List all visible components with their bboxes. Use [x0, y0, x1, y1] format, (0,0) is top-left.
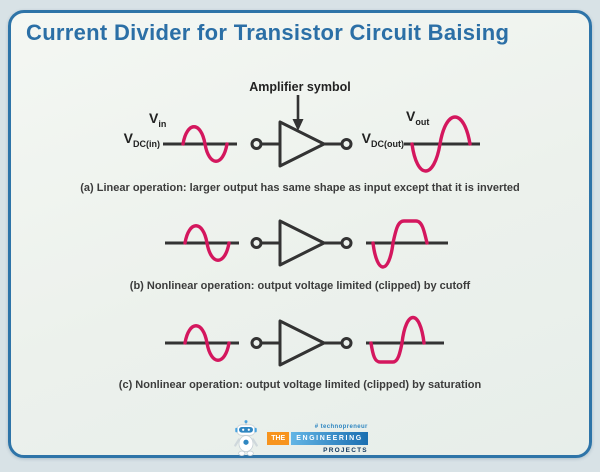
- v-out-label: Vout: [406, 108, 430, 127]
- brand-the-box: THE: [267, 432, 290, 445]
- caption-c: (c) Nonlinear operation: output voltage …: [118, 379, 482, 391]
- output-wave-c-clipped-bottom: [366, 315, 444, 364]
- infographic-frame: [8, 10, 592, 458]
- footer-brand: # technopreneur THE ENGINEERING PROJECTS: [0, 419, 600, 457]
- down-arrow-icon: [292, 95, 304, 131]
- page-title: Current Divider for Transistor Circuit B…: [26, 20, 510, 45]
- caption-a: (a) Linear operation: larger output has …: [80, 182, 520, 194]
- amplifier-symbol-label: Amplifier symbol: [249, 80, 351, 94]
- input-sine-wave-c: [165, 324, 239, 362]
- v-dc-in-label: VDC(in): [123, 130, 160, 149]
- amplifier-symbol-c: [250, 319, 353, 367]
- v-in-label: Vin: [149, 110, 167, 129]
- amplifier-symbol-a: [250, 120, 353, 168]
- brand-engineering-box: ENGINEERING: [291, 432, 368, 445]
- brand-projects-label: PROJECTS: [323, 447, 368, 454]
- input-sine-wave-b: [165, 224, 239, 262]
- brand-tagline: # technopreneur: [314, 424, 368, 430]
- brand-boxes: THE ENGINEERING: [267, 432, 368, 445]
- v-dc-out-label: VDC(out): [361, 130, 404, 149]
- input-sine-wave-a: [163, 125, 237, 163]
- amplifier-symbol-b: [250, 219, 353, 267]
- brand-text-block: # technopreneur THE ENGINEERING PROJECTS: [267, 419, 368, 454]
- caption-b: (b) Nonlinear operation: output voltage …: [129, 280, 471, 292]
- output-wave-b-clipped-top: [366, 219, 448, 269]
- output-wave-a-inverted-amplified: [404, 115, 480, 173]
- robot-mascot-icon: [234, 420, 259, 457]
